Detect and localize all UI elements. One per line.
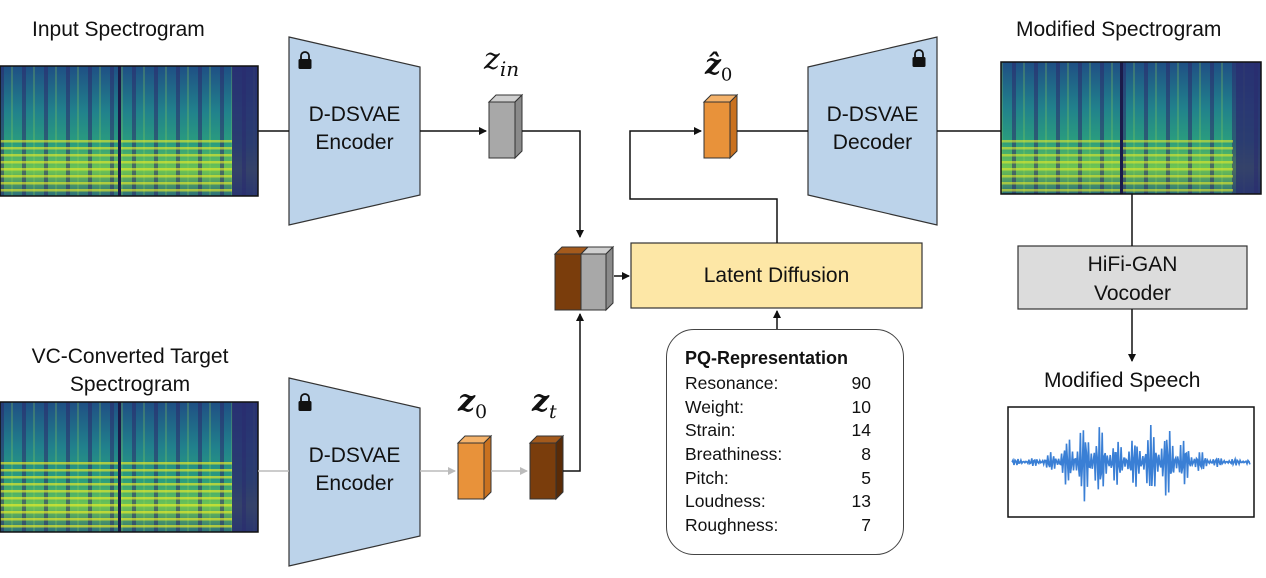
pq-title: PQ-Representation bbox=[685, 348, 849, 368]
target-spectrogram-label-line1: VC-Converted Target bbox=[31, 345, 229, 368]
z0-letter: z bbox=[458, 384, 476, 419]
z-in-subscript: in bbox=[499, 57, 520, 81]
pq-row-value: 90 bbox=[851, 373, 871, 393]
pq-row-value: 10 bbox=[851, 396, 871, 417]
input-spectrogram-label: Input Spectrogram bbox=[32, 18, 205, 41]
z0-subscript: 0 bbox=[475, 401, 488, 423]
zt-cube bbox=[528, 434, 565, 501]
encoder-top-label-line2: Encoder bbox=[315, 131, 394, 154]
z-in-cube bbox=[487, 93, 524, 160]
z0-hat-symbol: ẑ0 bbox=[705, 48, 732, 86]
target-spectrogram bbox=[0, 401, 259, 533]
vocoder-label-line1: HiFi-GAN bbox=[1087, 253, 1178, 276]
z-in-letter: z bbox=[484, 42, 500, 77]
pq-row-name: Resonance: bbox=[685, 373, 779, 393]
arrow-zin-to-concat bbox=[522, 130, 584, 238]
pq-row-value: 14 bbox=[851, 420, 871, 441]
decoder-label-line1: D-DSVAE bbox=[826, 103, 919, 126]
modified-spectrogram-label: Modified Spectrogram bbox=[1016, 18, 1222, 41]
encoder-bottom-label-line1: D-DSVAE bbox=[308, 444, 401, 467]
input-spectrogram bbox=[0, 65, 259, 197]
concat-cube-brown bbox=[553, 246, 590, 311]
pq-row-value: 8 bbox=[861, 444, 871, 465]
latent-diffusion-label: Latent Diffusion bbox=[703, 263, 850, 287]
decoder-block bbox=[807, 36, 938, 226]
pq-row-name: Pitch: bbox=[685, 467, 729, 488]
z0-hat-cube bbox=[702, 93, 739, 160]
vocoder-label: HiFi-GAN Vocoder bbox=[1018, 250, 1247, 308]
speech-waveform-path bbox=[1011, 424, 1251, 502]
pq-row: Pitch: 5 bbox=[685, 467, 903, 491]
arrow-diffusion-to-z0hat bbox=[629, 127, 778, 243]
pq-row: Resonance: 90 bbox=[685, 372, 903, 396]
encoder-top-label-line1: D-DSVAE bbox=[308, 103, 401, 126]
vocoder-block bbox=[1017, 245, 1248, 310]
pq-row-name: Roughness: bbox=[685, 515, 779, 536]
encoder-bottom-label-line2: Encoder bbox=[315, 472, 394, 495]
encoder-bottom-block bbox=[288, 377, 421, 567]
encoder-top-label: D-DSVAE Encoder bbox=[289, 101, 420, 157]
arrow-zt-to-concat bbox=[563, 313, 584, 472]
pq-row-name: Loudness: bbox=[685, 491, 766, 512]
zt-symbol: zt bbox=[532, 384, 557, 423]
zt-subscript: t bbox=[549, 401, 557, 423]
pq-row: Strain: 14 bbox=[685, 419, 903, 443]
pq-row: Weight: 10 bbox=[685, 396, 903, 420]
pq-row: Breathiness: 8 bbox=[685, 443, 903, 467]
vocoder-label-line2: Vocoder bbox=[1093, 282, 1172, 305]
pq-row-value: 5 bbox=[861, 467, 871, 488]
modified-speech-label: Modified Speech bbox=[1044, 369, 1201, 392]
z0-hat-subscript: 0 bbox=[720, 64, 733, 86]
pq-row: Roughness: 7 bbox=[685, 514, 903, 538]
pq-row-name: Strain: bbox=[685, 420, 736, 441]
z0-symbol: z0 bbox=[458, 384, 487, 423]
encoder-bottom-label: D-DSVAE Encoder bbox=[289, 442, 420, 498]
lock-icon bbox=[298, 51, 312, 69]
lock-icon bbox=[912, 49, 926, 67]
target-spectrogram-label: VC-Converted Target Spectrogram bbox=[0, 343, 260, 399]
concat-cube-gray bbox=[579, 245, 615, 312]
target-spectrogram-label-line2: Spectrogram bbox=[69, 373, 191, 396]
pq-row: Loudness: 13 bbox=[685, 490, 903, 514]
zt-letter: z bbox=[532, 384, 550, 419]
speech-waveform bbox=[1011, 424, 1251, 502]
z0-cube bbox=[456, 434, 493, 501]
pq-row-name: Breathiness: bbox=[685, 444, 783, 465]
pq-row-value: 7 bbox=[861, 515, 871, 536]
encoder-top-block bbox=[288, 36, 421, 226]
z-in-symbol: zin bbox=[484, 42, 519, 81]
decoder-label: D-DSVAE Decoder bbox=[808, 101, 937, 157]
decoder-label-line2: Decoder bbox=[832, 131, 913, 154]
lock-icon bbox=[298, 393, 312, 411]
modified-spectrogram bbox=[1000, 61, 1262, 195]
pq-representation-panel: PQ-Representation Resonance: 90 Weight: 10… bbox=[666, 329, 904, 555]
pq-row-name: Weight: bbox=[685, 396, 745, 417]
latent-diffusion-block bbox=[630, 242, 923, 309]
z0-hat-letter: ẑ bbox=[705, 48, 721, 81]
pq-row-value: 13 bbox=[851, 491, 871, 512]
